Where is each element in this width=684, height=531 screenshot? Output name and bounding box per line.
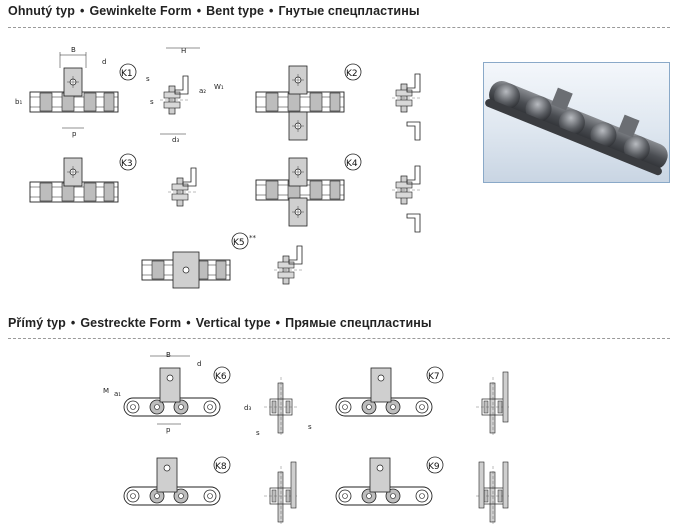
svg-text:**: ** xyxy=(249,234,257,242)
badge-k1: K1 xyxy=(119,63,137,81)
svg-text:K8: K8 xyxy=(215,462,227,472)
drawing-k9-side xyxy=(335,457,433,506)
divider-top xyxy=(8,27,670,28)
badge-k9: K9 xyxy=(426,456,444,474)
drawing-k7-side xyxy=(335,367,433,417)
drawing-k2-end xyxy=(391,73,421,141)
badge-k5: K5 ** xyxy=(231,232,257,250)
dim-s2-label: s xyxy=(150,98,154,106)
k6-dim-d3-label: d₃ xyxy=(244,404,251,412)
badge-k4: K4 xyxy=(344,153,362,171)
badge-k6: K6 xyxy=(213,366,231,384)
svg-text:K9: K9 xyxy=(428,462,440,472)
badge-k3: K3 xyxy=(119,153,137,171)
dim-w1-label: W₁ xyxy=(214,83,224,91)
dim-b-label: B xyxy=(71,46,76,54)
k6-dim-a1-label: a₁ xyxy=(114,390,121,398)
drawing-k4-end xyxy=(391,165,421,233)
badge-k2: K2 xyxy=(344,63,362,81)
drawing-k6-end: d₃ s s xyxy=(244,376,312,438)
badge-k7: K7 xyxy=(426,366,444,384)
svg-text:K3: K3 xyxy=(121,159,133,169)
drawing-k9-end xyxy=(475,461,511,527)
drawing-k3-side xyxy=(29,157,119,203)
svg-text:K6: K6 xyxy=(215,372,227,382)
dim-d-label: d xyxy=(102,58,106,66)
svg-text:K5: K5 xyxy=(233,238,245,248)
bent-type-heading: Ohnutý typ•Gewinkelte Form•Bent type•Гну… xyxy=(8,4,420,18)
dim-h-label: H xyxy=(181,47,186,55)
k6-dim-d-label: d xyxy=(197,360,201,368)
svg-text:K1: K1 xyxy=(121,69,133,79)
drawing-k1-end: H s s a₂ W₁ d₃ xyxy=(146,47,224,144)
drawing-k7-end xyxy=(475,371,511,438)
chain-photo-icon xyxy=(485,81,668,176)
svg-text:K7: K7 xyxy=(428,372,440,382)
k6-dim-b-label: B xyxy=(166,351,171,359)
dim-s-label: s xyxy=(146,75,150,83)
chain-photo xyxy=(483,62,670,183)
drawing-k1-side: B d b₁ p xyxy=(15,46,119,138)
k6-dim-p-label: p xyxy=(166,426,171,434)
k6-dim-s2-label: s xyxy=(308,423,312,431)
drawing-k6-side: B d M a₁ p xyxy=(103,351,221,434)
drawing-k8-side xyxy=(123,457,221,506)
dim-d3-label: d₃ xyxy=(172,136,179,144)
k6-dim-s-label: s xyxy=(256,429,260,437)
drawing-k8-end xyxy=(263,461,299,527)
svg-text:K2: K2 xyxy=(346,69,358,79)
k6-dim-m-label: M xyxy=(103,387,109,395)
badge-k8: K8 xyxy=(213,456,231,474)
dim-p-label: p xyxy=(72,130,77,138)
straight-type-heading: Přímý typ•Gestreckte Form•Vertical type•… xyxy=(8,316,432,330)
dim-a2-label: a₂ xyxy=(199,87,206,95)
drawing-k5-end xyxy=(273,245,303,285)
drawing-k4-side xyxy=(255,157,345,227)
drawing-k3-end xyxy=(167,167,197,207)
svg-text:K4: K4 xyxy=(346,159,358,169)
drawing-k2-side xyxy=(255,65,345,141)
drawing-k5-side xyxy=(141,251,231,289)
divider-middle xyxy=(8,338,670,339)
dim-b1-label: b₁ xyxy=(15,98,22,106)
